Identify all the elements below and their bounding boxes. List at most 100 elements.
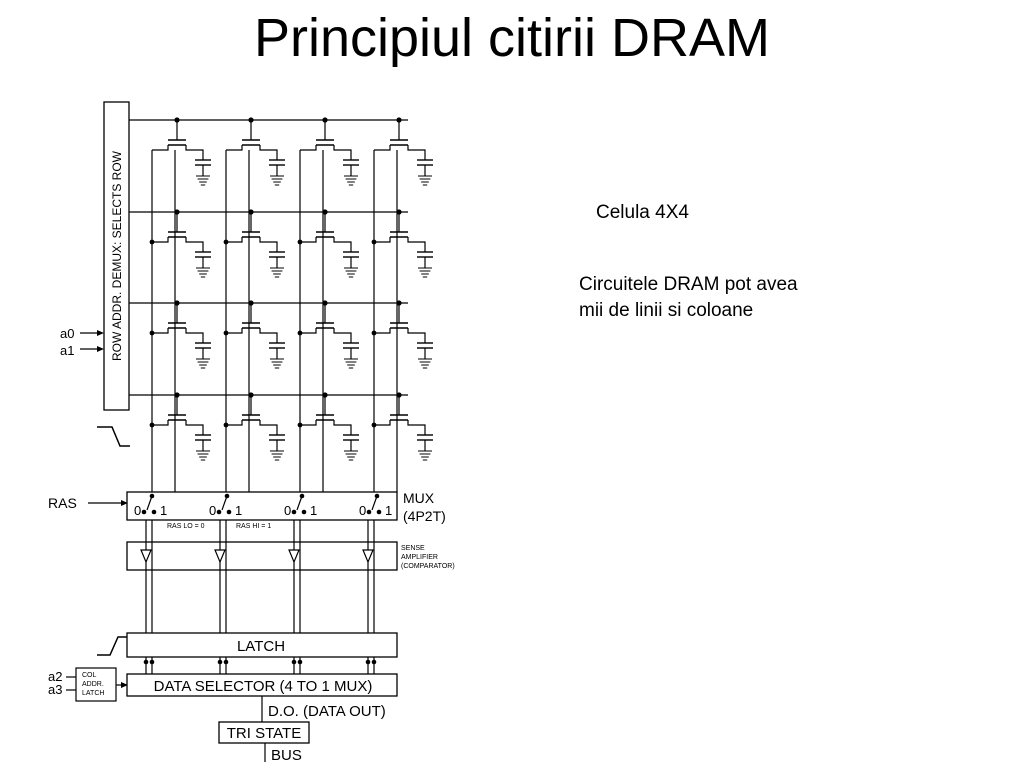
circuit-wiring: [129, 119, 408, 492]
junction-dot: [297, 239, 303, 245]
transistor-source: [407, 145, 426, 160]
sense-label-line1: SENSE: [401, 545, 425, 552]
junction-dot: [371, 659, 377, 665]
transistor-source: [333, 237, 352, 252]
transistor-source: [259, 145, 278, 160]
junction-dot: [223, 239, 229, 245]
ras-label: RAS: [48, 495, 77, 511]
dram-cell: [223, 392, 285, 461]
mux-switch-zero-label: 0: [284, 503, 291, 518]
junction-dot: [149, 239, 155, 245]
transistor-drain: [374, 420, 391, 426]
note-line-2: mii de linii si coloane: [579, 300, 754, 321]
transistor-source: [407, 420, 426, 435]
sense-amplifier-triangle: [362, 549, 374, 564]
junction-dot: [371, 422, 377, 428]
transistor-source: [259, 328, 278, 343]
junction-dot: [149, 330, 155, 336]
switch-contact: [226, 509, 232, 515]
junction-dot: [297, 659, 303, 665]
dram-cell: [223, 209, 285, 278]
dram-cell: [152, 117, 211, 186]
mux-switch-zero-label: 0: [359, 503, 366, 518]
transistor-drain: [374, 328, 391, 334]
switch-blade: [371, 495, 378, 511]
sense-amplifier-triangle: [140, 549, 152, 564]
transistor-source: [333, 328, 352, 343]
transistor-drain: [152, 328, 169, 334]
tri-state-label: TRI STATE: [227, 725, 301, 742]
junction-dot: [217, 659, 223, 665]
note-dram-rows-columns: Circuitele DRAM pot avea mii de linii si…: [579, 272, 899, 324]
transistor-source: [407, 328, 426, 343]
dram-cell: [297, 392, 359, 461]
transistor-drain: [300, 328, 317, 334]
col-latch-line2: ADDR.: [82, 681, 104, 688]
switch-contact: [216, 509, 222, 515]
dram-cell: [149, 209, 211, 278]
sense-amplifier-triangle: [288, 549, 300, 564]
junction-dot: [297, 330, 303, 336]
junction-dot: [223, 422, 229, 428]
transistor-source: [185, 145, 204, 160]
switch-blade: [296, 495, 303, 511]
input-label-a3: a3: [48, 682, 62, 697]
arrowhead-a1: [97, 346, 104, 352]
transistor-drain: [152, 237, 169, 243]
transistor-source: [185, 328, 204, 343]
sense-amplifiers: [140, 520, 377, 674]
junction-dot: [371, 330, 377, 336]
switch-contact: [291, 509, 297, 515]
junction-dot: [223, 330, 229, 336]
transistor-source: [333, 420, 352, 435]
note-cell-size: Celula 4X4: [596, 202, 689, 223]
mux-switch-one-label: 1: [235, 503, 242, 518]
switch-blade: [221, 495, 228, 511]
dram-cell: [223, 300, 285, 369]
transistor-drain: [226, 420, 243, 426]
junction-dot: [149, 659, 155, 665]
ras-arrowhead: [121, 500, 128, 506]
mux-switch-one-label: 1: [385, 503, 392, 518]
junction-dot: [297, 422, 303, 428]
transistor-drain: [226, 145, 243, 151]
switch-pivot: [299, 493, 305, 499]
cas-rising-edge-symbol: [97, 636, 130, 656]
transistor-drain: [300, 237, 317, 243]
arrowhead-a0: [97, 330, 104, 336]
junction-dot: [223, 659, 229, 665]
transistor-source: [185, 237, 204, 252]
sense-label-line2: AMPLIFIER: [401, 554, 438, 561]
transistor-drain: [226, 328, 243, 334]
switch-blade: [146, 495, 153, 511]
cell-array: [149, 117, 433, 461]
junction-dot: [371, 239, 377, 245]
note-line-1: Circuitele DRAM pot avea: [579, 274, 798, 295]
transistor-source: [259, 420, 278, 435]
transistor-drain: [300, 420, 317, 426]
switch-pivot: [374, 493, 380, 499]
transistor-drain: [374, 237, 391, 243]
ras-hi-label: RAS HI = 1: [236, 523, 271, 530]
latch-block: [126, 632, 398, 658]
col-addr-latch-block: [75, 667, 117, 702]
switch-contact: [376, 509, 382, 515]
data-out-label: D.O. (DATA OUT): [268, 703, 386, 720]
slide-title: Principiul citirii DRAM: [253, 8, 771, 68]
input-label-a0: a0: [60, 326, 74, 341]
dram-cell: [149, 392, 211, 461]
transistor-source: [185, 420, 204, 435]
transistor-drain: [374, 145, 391, 151]
dram-cell: [371, 300, 433, 369]
switch-contact: [151, 509, 157, 515]
transistor-source: [407, 237, 426, 252]
transistor-drain: [226, 237, 243, 243]
row-addr-demux-block: [103, 101, 130, 411]
col-latch-arrowhead: [121, 682, 128, 688]
transistor-drain: [152, 420, 169, 426]
dram-cell: [371, 392, 433, 461]
switch-pivot: [224, 493, 230, 499]
dram-cell: [371, 209, 433, 278]
mux-type-label: (4P2T): [403, 508, 446, 524]
